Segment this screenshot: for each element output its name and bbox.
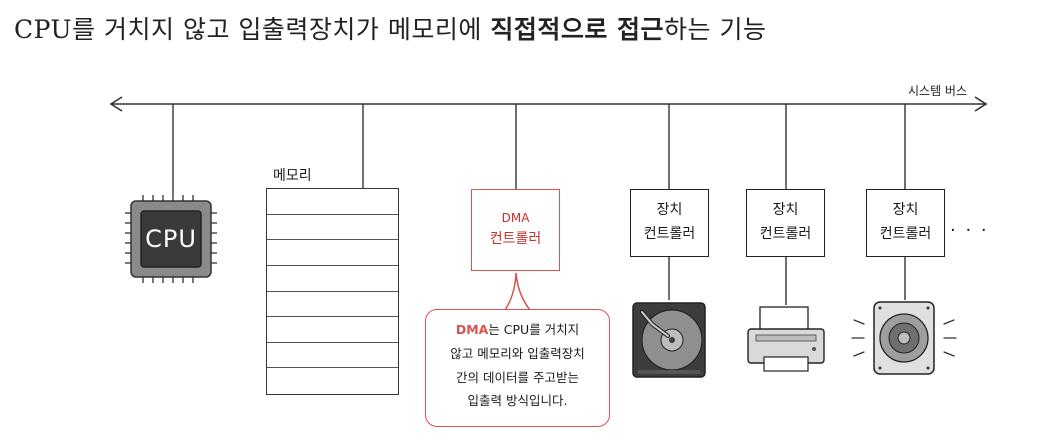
cpu: CPU	[123, 193, 219, 285]
dma-explanation-bubble: DMA는 CPU를 거치지 않고 메모리와 입출력장치 간의 데이터를 주고받는…	[425, 309, 610, 427]
memory-cell	[267, 240, 398, 266]
device-controller-1: 장치 컨트롤러	[630, 189, 709, 257]
device-controller-3: 장치 컨트롤러	[866, 189, 945, 257]
controller-line2: 컨트롤러	[643, 226, 696, 242]
bus-arrow-left	[109, 96, 123, 112]
bubble-line3: 간의 데이터를 주고받는	[456, 369, 579, 385]
controller-line2: 컨트롤러	[759, 226, 812, 242]
dma-controller-line2: 컨트롤러	[489, 231, 542, 248]
memory-cell	[267, 215, 398, 241]
page-title: CPU를 거치지 않고 입출력장치가 메모리에 직접적으로 접근하는 기능	[14, 15, 767, 44]
bubble-line2: 않고 메모리와 입출력장치	[450, 345, 585, 361]
memory-cell	[267, 189, 398, 215]
memory-cell	[267, 368, 398, 394]
memory-cell	[267, 317, 398, 343]
memory-cell	[267, 292, 398, 318]
hard-disk-icon	[632, 302, 706, 378]
speaker-icon	[851, 301, 957, 375]
memory-label: 메모리	[273, 168, 312, 184]
more-devices-ellipsis: · · ·	[950, 220, 989, 241]
bus-arrow-right	[974, 96, 988, 112]
device-controller-2: 장치 컨트롤러	[746, 189, 825, 257]
controller-line1: 장치	[892, 202, 919, 219]
bubble-highlight: DMA	[455, 322, 489, 337]
bubble-pointer	[504, 272, 531, 311]
cpu-chip-icon	[125, 195, 217, 283]
controller-line1: 장치	[656, 202, 683, 219]
bubble-line1: DMA는 CPU를 거치지	[455, 322, 580, 337]
dma-controller: DMA 컨트롤러	[471, 189, 560, 271]
printer-icon	[747, 306, 825, 372]
system-bus-label: 시스템 버스	[907, 84, 967, 98]
memory-block	[266, 188, 399, 395]
memory-cell	[267, 343, 398, 369]
bubble-line4: 입출력 방식입니다.	[467, 393, 568, 409]
memory-cell	[267, 266, 398, 292]
dma-controller-line1: DMA	[501, 210, 530, 225]
controller-line2: 컨트롤러	[879, 226, 932, 242]
controller-line1: 장치	[772, 202, 799, 219]
cpu-label: CPU	[145, 225, 197, 253]
